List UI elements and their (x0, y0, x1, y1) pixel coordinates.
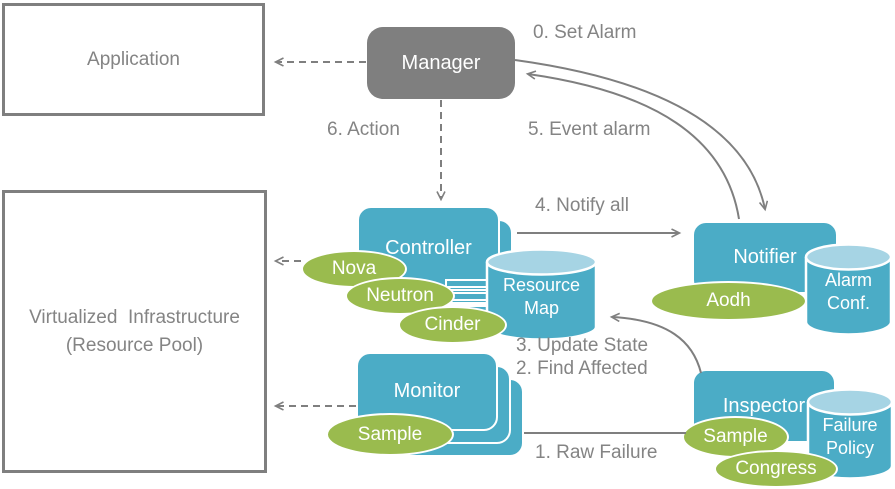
aodh-label: Aodh (706, 290, 751, 311)
failure-policy-label-line1: Failure (822, 415, 878, 435)
manager-label: Manager (401, 51, 481, 74)
resource-map-label-line1: Resource (502, 275, 581, 295)
aodh-ellipse: Aodh (650, 281, 807, 321)
alarm-conf-cylinder: Alarm Conf. (804, 242, 893, 336)
flow-label-find-affected: 2. Find Affected (516, 358, 648, 379)
monitor-label: Monitor (393, 380, 461, 402)
flow-label-event-alarm: 5. Event alarm (528, 119, 651, 140)
application-box: Application (2, 3, 265, 116)
flow-label-update-state: 3. Update State (516, 335, 649, 356)
virtualized-infrastructure-box: Virtualized Infrastructure (Resource Poo… (2, 190, 267, 473)
flow-label-notify-all: 4. Notify all (535, 195, 629, 216)
cylinder-shape (804, 243, 893, 336)
failure-policy-cylinder: Failure Policy (806, 387, 894, 480)
inspector-label: Inspector (722, 394, 806, 417)
controller-label: Controller (385, 237, 472, 259)
failure-policy-label-line2: Policy (825, 438, 874, 458)
virtualized-infrastructure-label-line1: Virtualized Infrastructure (29, 306, 240, 328)
neutron-label: Neutron (366, 285, 434, 306)
cylinder-shape (485, 248, 598, 341)
alarm-conf-label-line1: Alarm (824, 270, 872, 290)
nova-label: Nova (331, 258, 377, 279)
monitor-sample-label: Sample (357, 423, 423, 445)
manager-box: Manager (367, 27, 515, 99)
congress-label: Congress (735, 458, 817, 479)
application-label: Application (87, 48, 180, 70)
inspector-sample-label: Sample (703, 426, 768, 447)
resource-map-cylinder: Resource Map (485, 247, 598, 341)
cinder-ellipse: Cinder (398, 306, 507, 344)
flow-label-action: 6. Action (327, 119, 400, 140)
flow-label-set-alarm: 0. Set Alarm (533, 22, 637, 43)
congress-ellipse: Congress (714, 450, 838, 488)
alarm-conf-label-line2: Conf. (826, 293, 871, 313)
cinder-label: Cinder (424, 314, 481, 335)
inspector-sample-ellipse: Sample (682, 416, 789, 458)
flow-label-raw-failure: 1. Raw Failure (535, 442, 658, 463)
virtualized-infrastructure-label-line2: (Resource Pool) (65, 334, 204, 356)
resource-map-label-line2: Map (523, 298, 559, 318)
monitor-sample-ellipse: Sample (326, 413, 454, 456)
notifier-label: Notifier (733, 246, 797, 268)
